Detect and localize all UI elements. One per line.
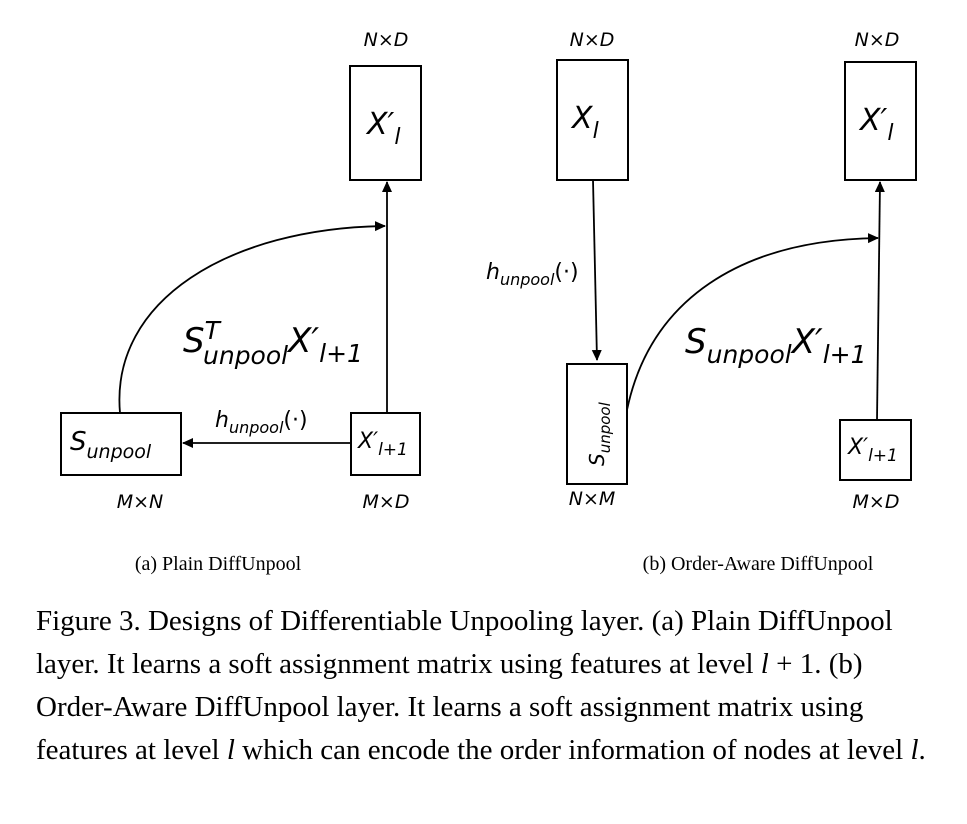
b-xl-prime-label: X′l	[858, 103, 894, 146]
b-xl-label: Xl	[570, 101, 599, 144]
b-xl-box	[556, 59, 629, 181]
panel-a: N×D X′l Sunpool M×N X′l+1 M×D hunpool(·)…	[60, 29, 422, 575]
b-xl1-prime-label: X′l+1	[847, 435, 898, 466]
a-xl-prime-box	[349, 65, 422, 181]
a-s-unpool-box	[60, 412, 182, 476]
b-s-unpool-label: Sunpool	[585, 401, 614, 466]
caption-lead: Figure 3. Designs of Differentiable Unpo…	[36, 605, 893, 680]
b-curve-arrow	[626, 233, 879, 411]
caption-var-l-2: l	[226, 734, 235, 766]
a-xl1-prime-label: X′l+1	[357, 429, 408, 460]
b-subcaption: (b) Order-Aware DiffUnpool	[643, 553, 874, 575]
b-h-label: hunpool(·)	[486, 260, 579, 289]
a-subcaption: (a) Plain DiffUnpool	[135, 553, 302, 575]
a-h-label: hunpool(·)	[215, 408, 308, 437]
a-s-unpool-label: Sunpool	[70, 427, 152, 463]
b-x-dim: M×D	[853, 491, 900, 513]
a-xl-prime-label: X′l	[365, 107, 401, 150]
b-s-unpool-box	[566, 363, 628, 485]
caption-var-l-3: l	[910, 734, 919, 766]
figure-caption: Figure 3. Designs of Differentiable Unpo…	[36, 600, 936, 772]
diagram: N×D X′l Sunpool M×N X′l+1 M×D hunpool(·)…	[60, 29, 917, 575]
b-product-label: SunpoolX′l+1	[685, 322, 867, 369]
b-xl1-prime-box	[839, 419, 912, 481]
b-xl-dim: N×D	[570, 29, 615, 51]
a-s-dim: M×N	[117, 491, 164, 513]
b-xl-prime-box	[844, 61, 917, 181]
b-s-dim: N×M	[569, 488, 616, 510]
b-up-arrow	[874, 181, 885, 421]
a-x-dim: M×D	[363, 491, 410, 513]
b-h-arrow	[591, 179, 602, 361]
a-xl1-prime-box	[350, 412, 421, 476]
panel-b: N×D Xl hunpool(·) Sunpool N×M N×D X′l X′…	[486, 29, 917, 575]
caption-mid: which can encode the order information o…	[234, 734, 911, 766]
caption-plus: + 1. (b) Order-Aware DiffUnpool layer. I…	[36, 648, 864, 766]
b-top-dim: N×D	[855, 29, 900, 51]
caption-var-l-1: l	[760, 648, 769, 680]
a-curve-arrow	[118, 221, 386, 414]
a-top-dim: N×D	[364, 29, 409, 51]
caption-end: .	[918, 734, 926, 766]
